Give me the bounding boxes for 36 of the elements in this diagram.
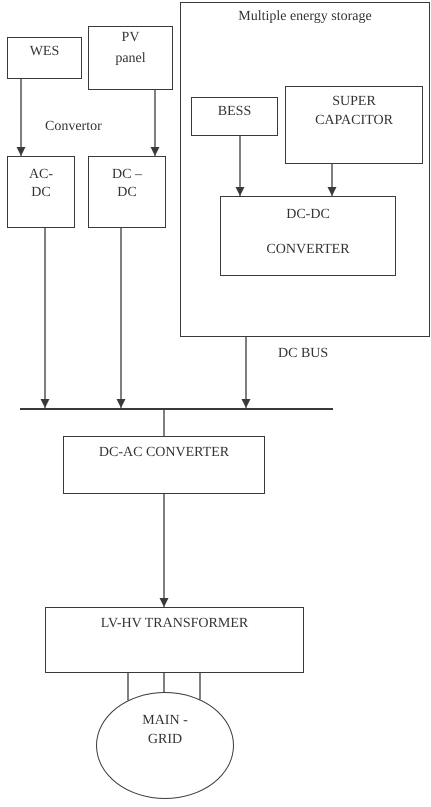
arrow — [40, 228, 50, 408]
bus-label: DC BUS — [278, 346, 328, 362]
process-box — [63, 436, 265, 494]
box-label: WES — [30, 44, 60, 60]
box-label: DC-AC CONVERTER — [98, 445, 230, 461]
process-box — [88, 156, 166, 228]
process-box — [220, 196, 396, 276]
process-box — [88, 26, 173, 90]
arrow — [242, 337, 250, 408]
box-label: LV-HV TRANSFORMER — [100, 616, 248, 632]
process-box — [45, 607, 304, 673]
box-label: PV panel — [114, 29, 147, 68]
arrow — [16, 79, 26, 156]
process-box — [191, 97, 278, 136]
process-box — [7, 37, 82, 79]
box-label: DC-DC CONVERTER — [265, 206, 351, 259]
process-box — [285, 86, 423, 164]
connector-line — [163, 673, 165, 692]
box-label: BESS — [218, 104, 252, 120]
connector-line — [199, 673, 201, 700]
arrow — [236, 136, 244, 196]
group-heading: Multiple energy storage — [238, 9, 372, 25]
arrow — [150, 90, 160, 156]
box-label: AC- DC — [28, 166, 54, 202]
connector-line — [127, 673, 129, 700]
side-label: Convertor — [45, 119, 102, 135]
box-label: SUPER CAPACITOR — [314, 93, 394, 130]
box-label: DC – DC — [111, 166, 144, 202]
ellipse-label: MAIN - GRID — [141, 712, 189, 749]
arrow — [116, 228, 126, 408]
process-box — [7, 156, 75, 228]
connector-line — [163, 410, 165, 436]
arrow — [328, 164, 336, 196]
grid-ellipse — [96, 692, 234, 799]
arrow — [160, 494, 168, 607]
group-box — [180, 2, 430, 337]
